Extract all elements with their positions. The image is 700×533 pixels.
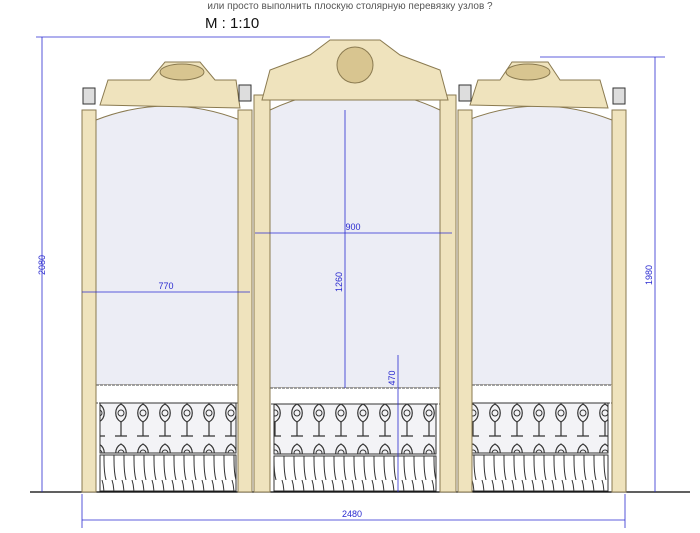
- dim-side-panel-width: 770: [158, 281, 173, 291]
- scale-label: М : 1:10: [205, 15, 260, 32]
- lantern-finials: [82, 84, 626, 105]
- dim-center-panel-width: 900: [345, 222, 360, 232]
- dim-side-height: 1980: [644, 265, 654, 285]
- dimension-lines: [36, 36, 665, 528]
- columns: [81, 94, 627, 493]
- center-panel: [269, 89, 441, 492]
- left-panel: [95, 105, 241, 492]
- drawing-caption: или просто выполнить плоскую столярную п…: [207, 1, 493, 12]
- dim-balustrade-height: 470: [387, 370, 397, 385]
- dim-total-height: 2080: [37, 255, 47, 275]
- dim-total-width: 2480: [342, 509, 362, 519]
- right-panel: [467, 105, 613, 492]
- crown-ornaments: [99, 39, 609, 109]
- dim-panel-height: 1260: [334, 272, 344, 292]
